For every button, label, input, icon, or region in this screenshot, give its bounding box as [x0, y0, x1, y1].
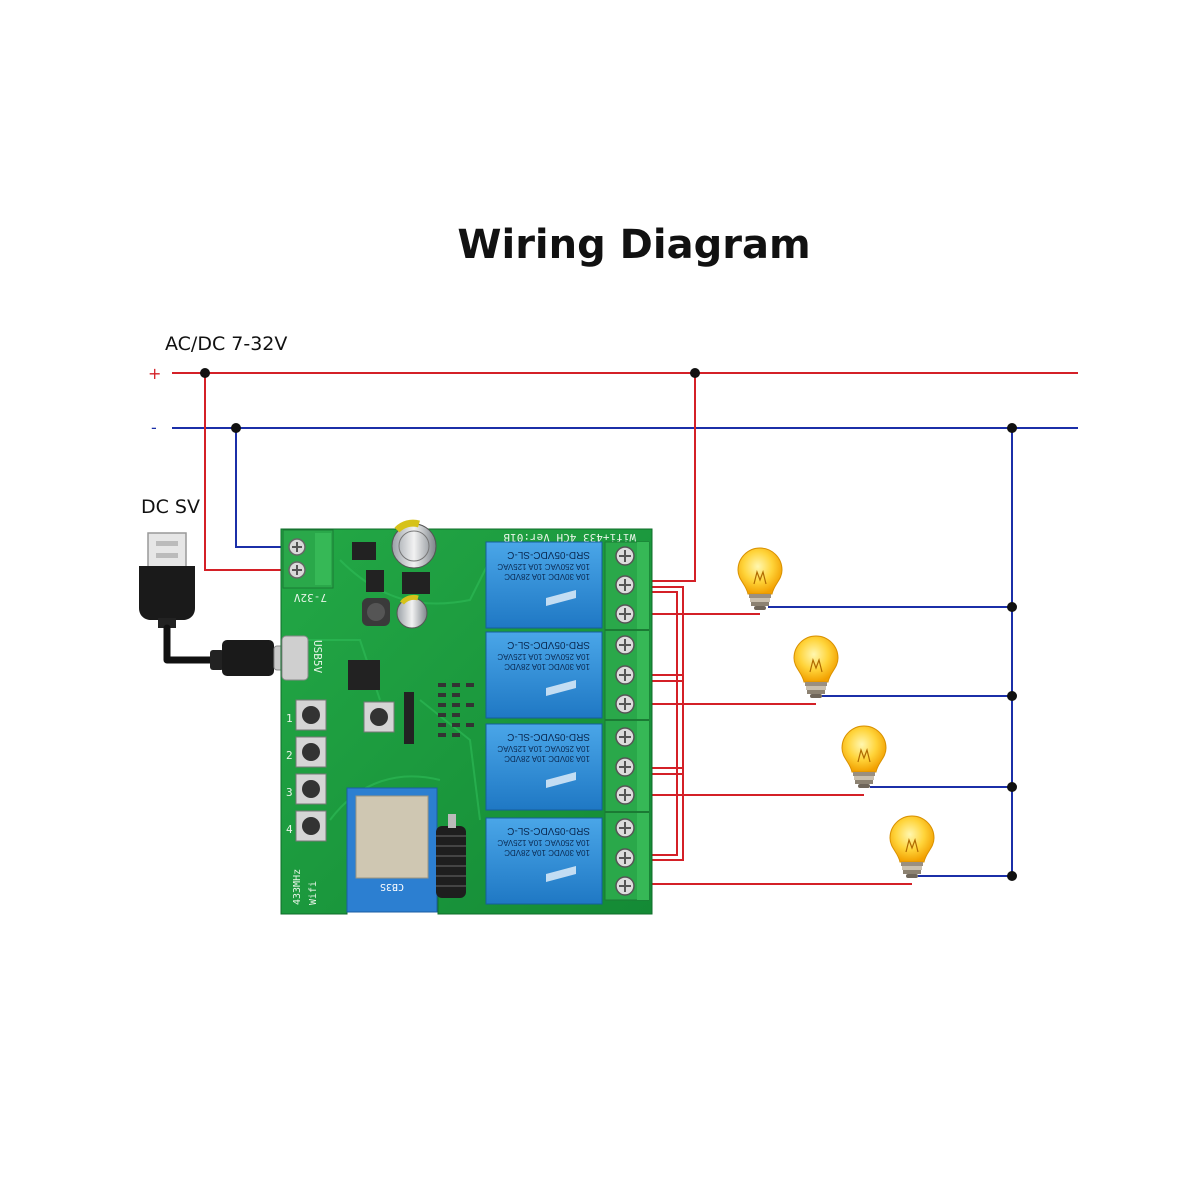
terminal-screw-icon	[615, 694, 635, 714]
terminal-screw-icon	[615, 546, 635, 566]
bulb-4-icon	[889, 815, 935, 878]
power-input-label: AC/DC 7-32V	[165, 333, 288, 355]
relay-model: SRD-05VDC-SL-C	[507, 639, 590, 650]
bulb-2-icon	[793, 635, 839, 698]
relay-rating: 10A 30VDC 10A 28VDC	[504, 848, 590, 857]
junction-dot	[231, 423, 241, 433]
relay-rating: 10A 30VDC 10A 28VDC	[504, 754, 590, 763]
button-1[interactable]	[295, 699, 327, 731]
power-terminal-label: 7-32V	[294, 591, 327, 604]
junction-dot	[690, 368, 700, 378]
junction-dot	[1007, 602, 1017, 612]
usb-cable	[139, 532, 297, 676]
button-number: 4	[286, 823, 293, 836]
relay-rating: 10A 30VDC 10A 28VDC	[504, 572, 590, 581]
terminal-screw-icon	[615, 757, 635, 777]
relay-rating: 10A 250VAC 10A 125VAC	[497, 652, 590, 661]
relay-rating: 10A 250VAC 10A 125VAC	[497, 562, 590, 571]
button-3[interactable]	[295, 773, 327, 805]
relay-rating: 10A 250VAC 10A 125VAC	[497, 744, 590, 753]
button-number: 1	[286, 712, 293, 725]
minus-sign: -	[151, 418, 157, 437]
relay-model: SRD-05VDC-SL-C	[507, 731, 590, 742]
board-positive-wire	[204, 373, 297, 571]
junction-dot	[1007, 782, 1017, 792]
rf-label: 433MHz	[292, 869, 303, 905]
button-center[interactable]	[363, 701, 395, 733]
regulator-chip	[352, 542, 376, 560]
common-bus-wire	[627, 586, 684, 861]
bulb-1-icon	[737, 547, 783, 610]
junction-dot	[200, 368, 210, 378]
relay-2: SRD-05VDC-SL-C 10A 250VAC 10A 125VAC 10A…	[485, 631, 603, 719]
terminal-screws	[615, 546, 635, 896]
terminal-screw-icon	[615, 818, 635, 838]
usb-label: USB5V	[311, 640, 324, 673]
relay-rating: 10A 250VAC 10A 125VAC	[497, 838, 590, 847]
relay-4: SRD-05VDC-SL-C 10A 250VAC 10A 125VAC 10A…	[485, 817, 603, 905]
relay-board: 7-32V USB5V	[280, 519, 653, 915]
button-2[interactable]	[295, 736, 327, 768]
terminal-screw-icon	[615, 575, 635, 595]
rf-antenna-coil	[436, 826, 466, 898]
terminal-screw-icon	[615, 876, 635, 896]
wifi-label: Wifi	[308, 881, 319, 905]
terminal-screw-icon	[615, 727, 635, 747]
relay-1: SRD-05VDC-SL-C 10A 250VAC 10A 125VAC 10A…	[485, 541, 603, 629]
usb-input-label: DC SV	[141, 496, 200, 518]
relay-rating: 10A 30VDC 10A 28VDC	[504, 662, 590, 671]
terminal-screw-icon	[615, 665, 635, 685]
button-number: 2	[286, 749, 293, 762]
relay-model: SRD-05VDC-SL-C	[507, 549, 590, 560]
bulb-3-icon	[841, 725, 887, 788]
plus-sign: +	[148, 364, 162, 383]
relay-model: SRD-05VDC-SL-C	[507, 825, 590, 836]
relay-3: SRD-05VDC-SL-C 10A 250VAC 10A 125VAC 10A…	[485, 723, 603, 811]
terminal-screw-icon	[615, 635, 635, 655]
board-header-text: Wifi+433 4CH Ver:01B	[503, 531, 636, 544]
terminal-screw-icon	[615, 785, 635, 805]
output-terminal-block	[604, 541, 650, 901]
usb-a-plug-icon	[147, 532, 187, 568]
junction-dot	[1007, 691, 1017, 701]
usb-c-port	[281, 635, 309, 681]
board-negative-wire	[235, 428, 297, 548]
junction-dot	[1007, 871, 1017, 881]
button-number: 3	[286, 786, 293, 799]
module-label: CB3S	[380, 881, 404, 892]
terminal-screw-icon	[615, 848, 635, 868]
button-4[interactable]	[295, 810, 327, 842]
terminal-screw-icon	[615, 604, 635, 624]
junction-dot	[1007, 423, 1017, 433]
diagram-title: Wiring Diagram	[457, 222, 811, 268]
